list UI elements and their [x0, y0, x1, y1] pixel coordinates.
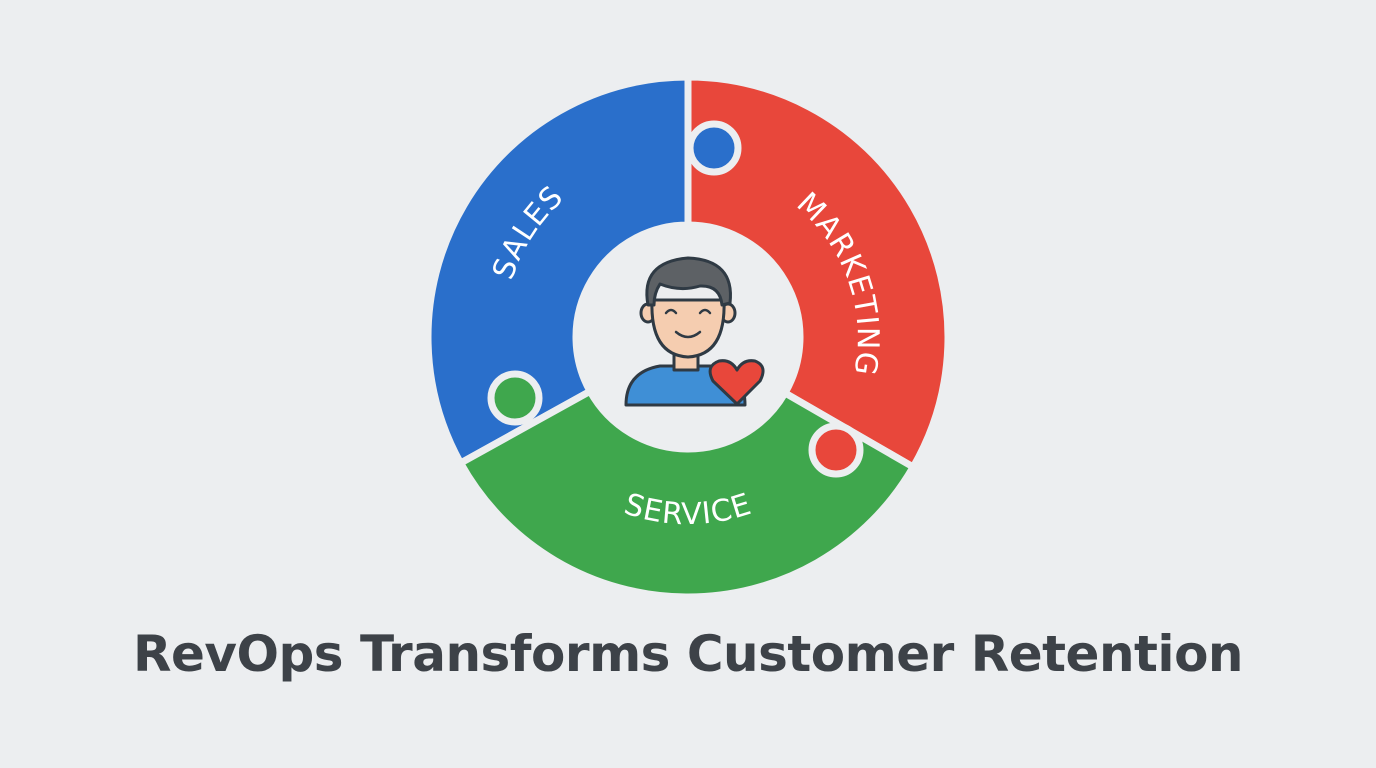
- segment-service: [457, 387, 917, 601]
- puzzle-knob-service: [487, 370, 543, 426]
- segment-marketing: [684, 73, 952, 471]
- puzzle-knob-marketing: [808, 422, 864, 478]
- diagram-title: RevOps Transforms Customer Retention: [132, 625, 1244, 683]
- customer-with-heart-icon: [624, 256, 765, 407]
- puzzle-knob-sales: [686, 120, 742, 176]
- segment-sales: [424, 73, 692, 467]
